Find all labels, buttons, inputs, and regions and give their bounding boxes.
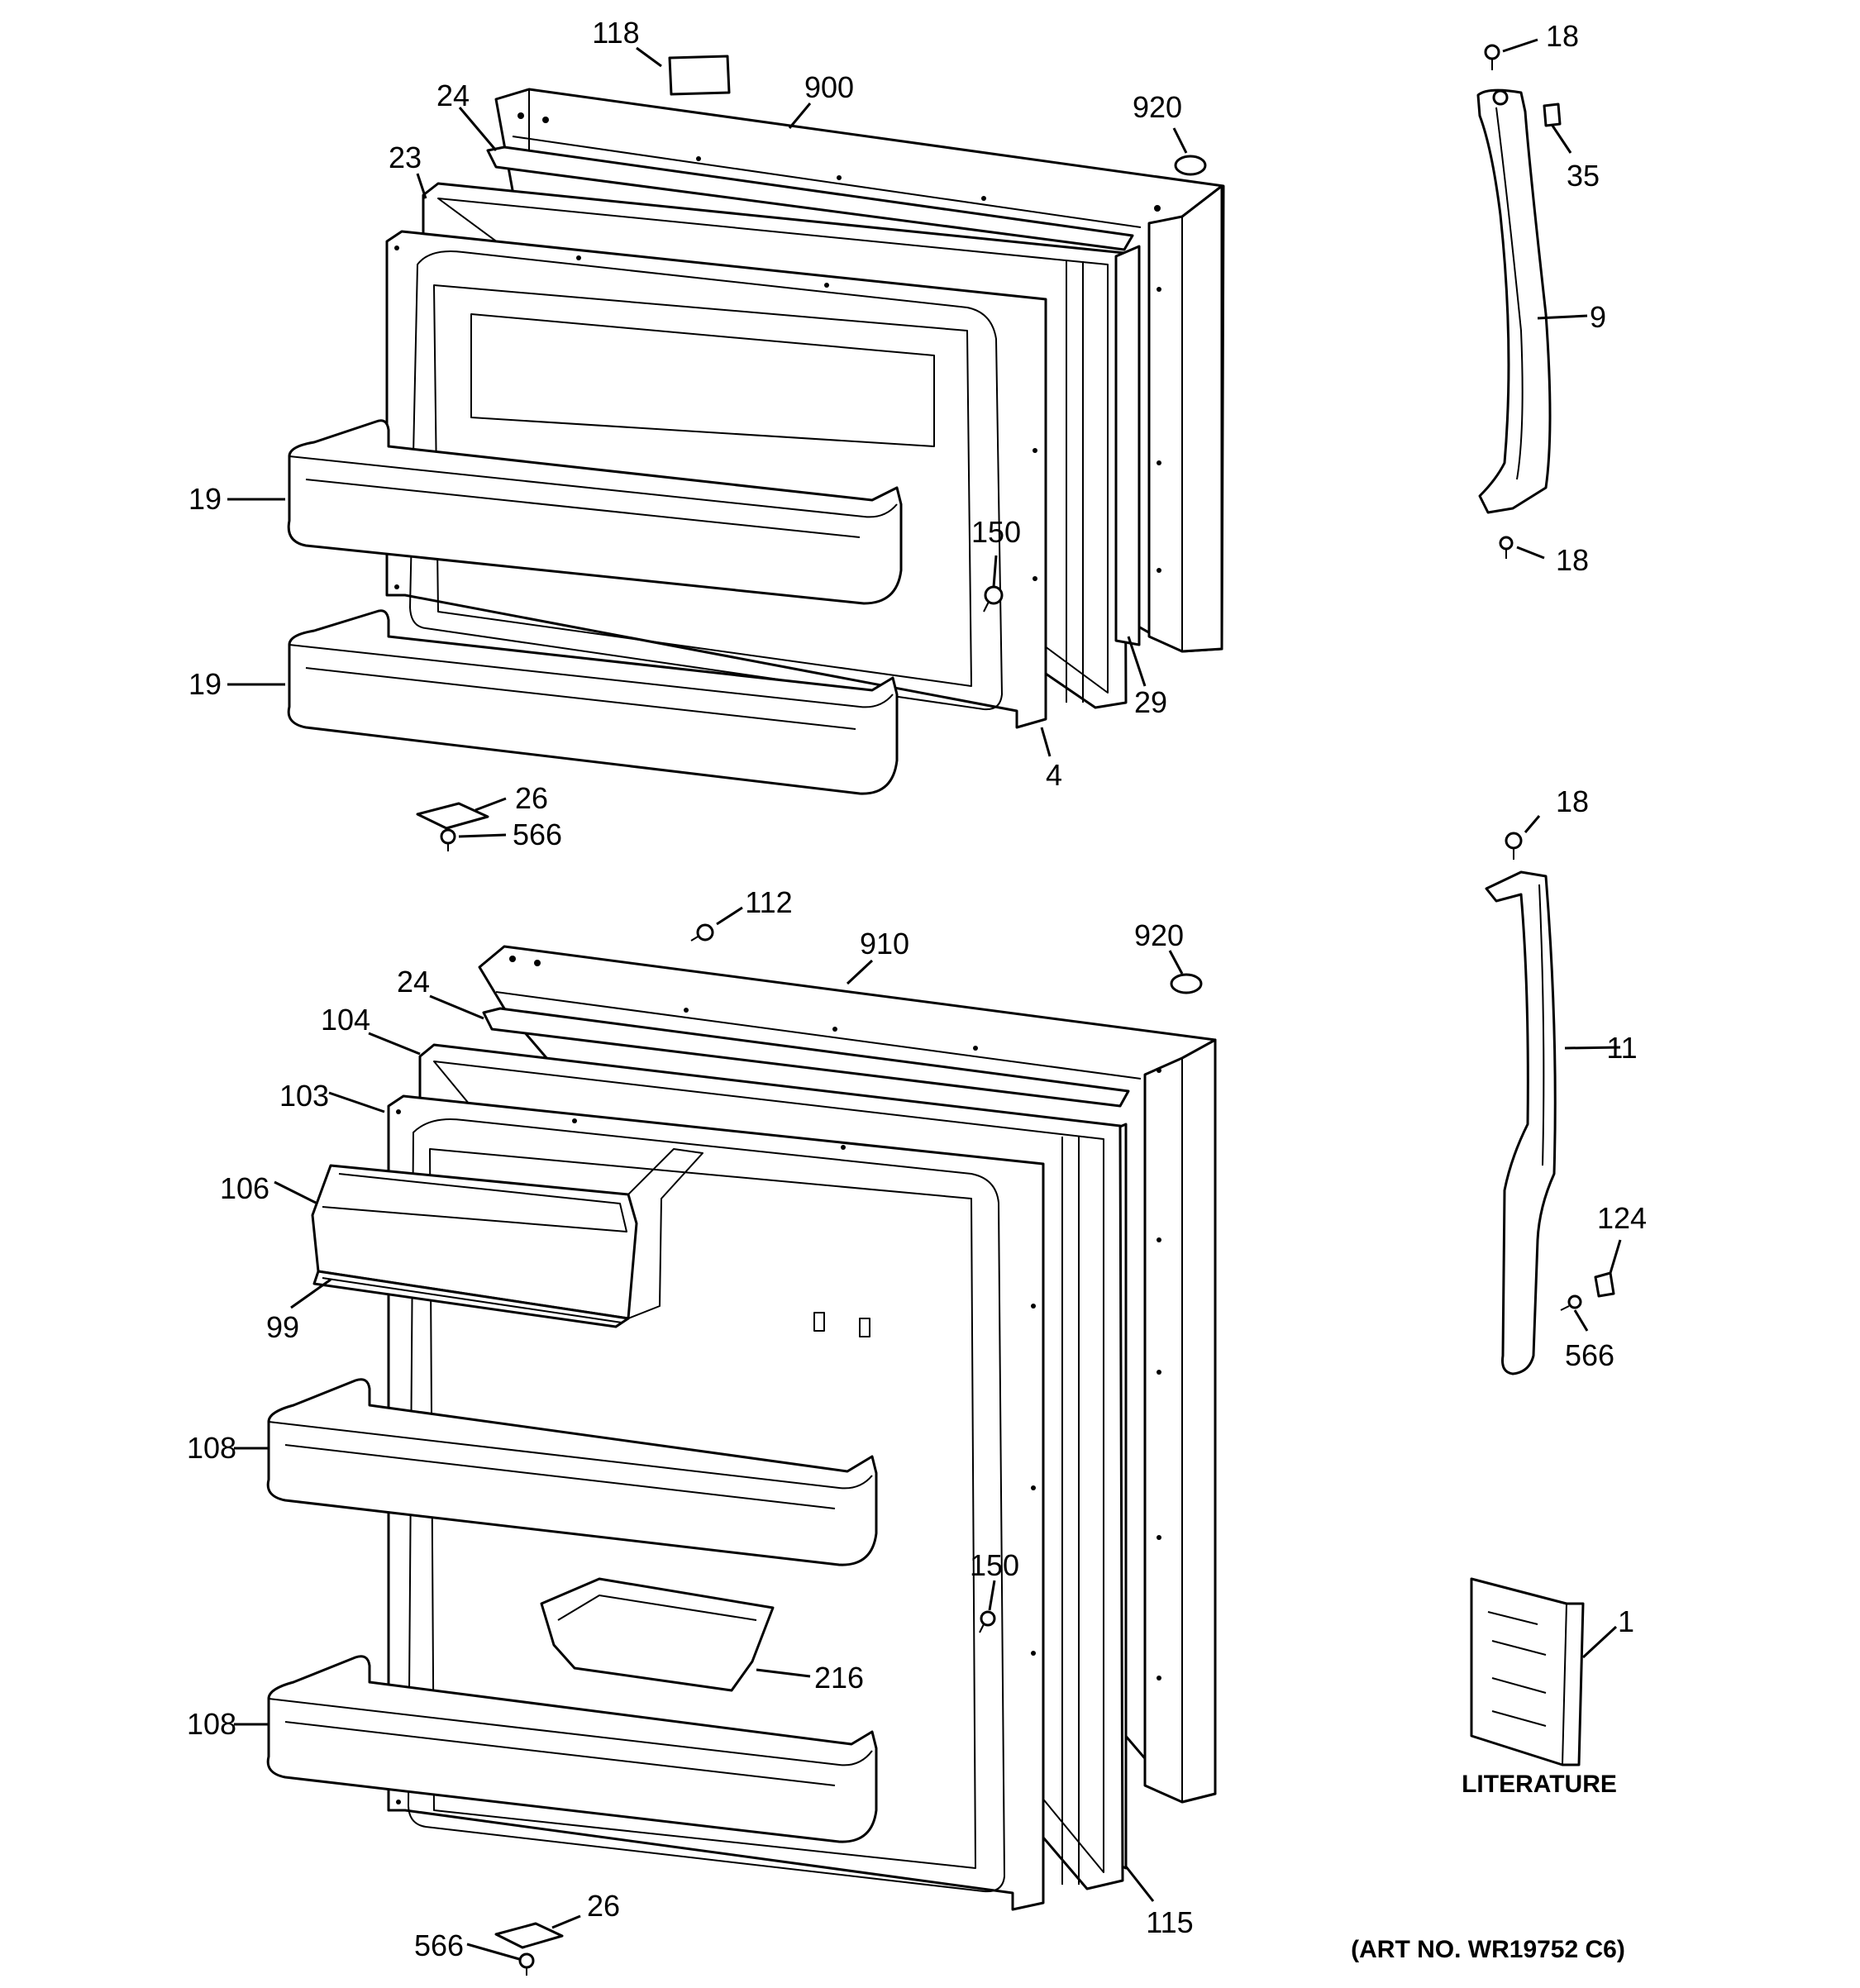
part-566-screw-handle xyxy=(1560,1294,1582,1311)
callout-566-lower: 566 xyxy=(414,1928,464,1962)
art-number: (ART NO. WR19752 C6) xyxy=(1351,1936,1625,1963)
callout-19-first: 19 xyxy=(188,482,222,516)
callout-103: 103 xyxy=(279,1079,329,1113)
part-920-plug-upper xyxy=(1174,155,1207,176)
part-9-handle xyxy=(1476,88,1552,514)
part-920-plug-lower xyxy=(1170,973,1203,994)
callout-35: 35 xyxy=(1567,159,1600,193)
callout-115: 115 xyxy=(1146,1905,1193,1939)
callout-108-first: 108 xyxy=(187,1431,236,1465)
part-566-screw-upper xyxy=(440,828,456,851)
part-18-screw-lower-handle xyxy=(1505,832,1523,860)
part-566-screw-lower xyxy=(518,1952,535,1976)
callout-566-handle: 566 xyxy=(1565,1338,1614,1372)
part-24-breaker-strip-lower xyxy=(482,1007,1130,1108)
callout-150-upper: 150 xyxy=(971,515,1021,549)
part-108-shelf-1 xyxy=(266,1378,878,1566)
callout-104: 104 xyxy=(321,1003,370,1037)
callout-18-bottom: 18 xyxy=(1556,543,1589,577)
callout-566-upper: 566 xyxy=(513,818,562,851)
part-4-door-liner xyxy=(385,230,1047,729)
callout-900: 900 xyxy=(804,70,854,104)
callout-26-upper: 26 xyxy=(515,781,548,815)
callout-24-lower: 24 xyxy=(397,965,430,999)
callout-910: 910 xyxy=(860,927,909,961)
freezer-handle-assembly xyxy=(1476,44,1562,559)
callout-4: 4 xyxy=(1046,758,1062,792)
part-108-shelf-2 xyxy=(266,1655,878,1843)
callout-labels: 118 900 24 920 23 19 19 150 29 4 26 566 … xyxy=(187,16,1647,1963)
callout-23: 23 xyxy=(389,141,422,174)
part-216-butter-bin xyxy=(540,1577,775,1692)
part-112-screw xyxy=(690,923,714,942)
literature-label: LITERATURE xyxy=(1462,1771,1617,1798)
callout-112: 112 xyxy=(745,885,792,919)
callout-106: 106 xyxy=(220,1171,269,1205)
callout-150-lower: 150 xyxy=(970,1548,1019,1582)
callout-18-lower-handle: 18 xyxy=(1556,784,1589,818)
callout-108-second: 108 xyxy=(187,1707,236,1741)
callout-920-upper: 920 xyxy=(1133,90,1182,124)
part-29-strip xyxy=(1114,245,1141,646)
callout-18-top: 18 xyxy=(1546,19,1579,53)
callout-216: 216 xyxy=(814,1661,864,1695)
part-1-literature xyxy=(1470,1577,1585,1766)
callout-9: 9 xyxy=(1590,300,1606,334)
part-19-shelf-upper-1 xyxy=(287,419,903,605)
part-18-screw-top xyxy=(1484,44,1500,70)
part-35-cap xyxy=(1543,102,1562,127)
callout-24-upper: 24 xyxy=(436,79,470,112)
part-118-pad xyxy=(668,55,731,96)
part-11-handle xyxy=(1485,870,1557,1375)
part-19-shelf-upper-2 xyxy=(287,609,899,795)
part-150-screw-lower xyxy=(979,1610,996,1633)
callout-29: 29 xyxy=(1134,685,1167,719)
callout-99: 99 xyxy=(266,1310,299,1344)
fresh-food-handle-assembly xyxy=(1485,832,1615,1375)
freezer-door-assembly xyxy=(287,55,1225,851)
callout-920-lower: 920 xyxy=(1134,918,1184,952)
callout-124: 124 xyxy=(1597,1201,1647,1235)
fresh-food-door-assembly xyxy=(266,923,1217,1976)
part-18-screw-bottom xyxy=(1499,536,1514,559)
part-99-hinge-strip xyxy=(312,1270,630,1328)
leader-lines xyxy=(227,38,1622,1961)
part-24-breaker-strip xyxy=(486,145,1134,251)
callout-19-second: 19 xyxy=(188,667,222,701)
callout-1: 1 xyxy=(1618,1604,1634,1638)
callout-26-lower: 26 xyxy=(587,1889,620,1923)
callout-11: 11 xyxy=(1606,1031,1637,1065)
part-26-hinge-lower xyxy=(494,1922,564,1949)
part-26-hinge-upper xyxy=(416,802,489,830)
part-106-dairy-compartment xyxy=(311,1148,703,1328)
callout-118: 118 xyxy=(592,16,639,50)
part-124-clip xyxy=(1594,1271,1615,1298)
